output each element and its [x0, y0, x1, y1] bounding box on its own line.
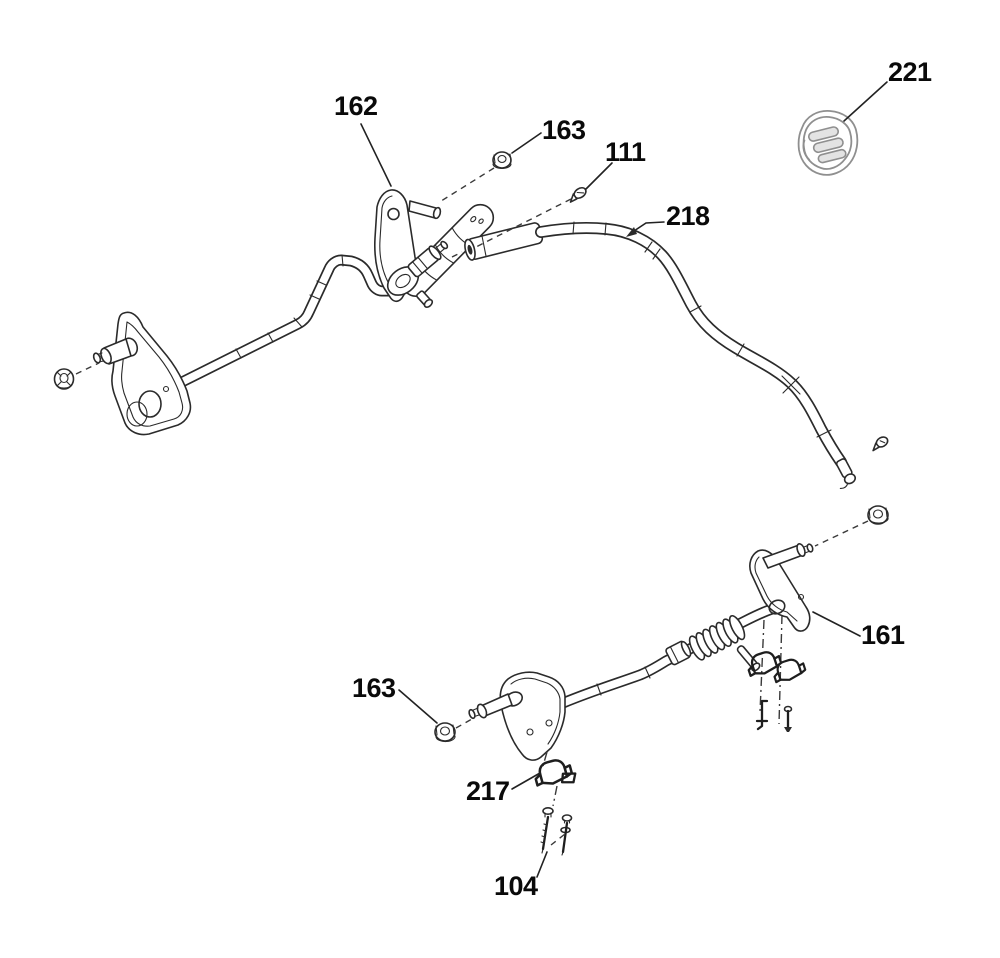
screw-104-b — [560, 814, 573, 856]
lower-handle-bar — [557, 603, 778, 709]
leader-218 — [630, 221, 665, 234]
left-pin-alignment-dashes — [75, 362, 100, 375]
callout-label-161: 161 — [861, 620, 905, 650]
left-bracket-pivot-pin — [92, 338, 132, 365]
flange-nut-163-top — [437, 151, 512, 204]
leader-162 — [360, 123, 392, 187]
cable-end-screw — [872, 436, 889, 452]
screw-111-alignment-dashes — [473, 198, 572, 249]
upper-handle-bar — [176, 254, 398, 388]
cable-housing — [464, 222, 544, 261]
nut-163-alignment-dashes — [437, 167, 495, 204]
cable-end-fitting — [835, 458, 857, 489]
leader-161 — [812, 611, 861, 637]
clip-screw-right-b — [783, 705, 793, 732]
upper-left-bracket — [111, 311, 192, 436]
bracket-stub-arm — [408, 200, 437, 219]
screw-104-alignment-dashes — [550, 833, 566, 846]
flange-nut-163-bottom — [434, 718, 473, 743]
callout-label-221: 221 — [888, 57, 932, 87]
control-cable-218 — [535, 221, 857, 489]
lower-left-bracket — [468, 671, 566, 761]
clip-217-alignment-dashes — [542, 751, 558, 807]
spring-anchor-pin — [736, 645, 761, 672]
left-pin-nut — [53, 362, 100, 390]
leader-104 — [536, 851, 548, 878]
coil-spring — [688, 614, 746, 661]
spring-link-collar — [665, 640, 692, 666]
right-nut-alignment-dashes — [814, 520, 869, 547]
callout-label-111: 111 — [605, 137, 646, 167]
leader-163-bottom — [398, 689, 438, 724]
leader-111 — [585, 162, 613, 190]
right-bracket-161 — [749, 542, 814, 632]
callout-label-218: 218 — [666, 201, 710, 231]
lever-pivot-clamp — [386, 240, 463, 308]
callout-label-104: 104 — [494, 871, 538, 901]
screw-104-a — [540, 806, 554, 854]
nut-163b-alignment-dashes — [455, 718, 473, 729]
callout-leader-lines — [360, 81, 888, 878]
callout-label-163-bottom: 163 — [352, 673, 396, 703]
leader-217 — [511, 772, 541, 790]
cable-clip-right-b — [769, 655, 808, 686]
leader-218-arrowhead — [626, 227, 637, 237]
leader-221 — [843, 81, 888, 122]
callout-label-162: 162 — [334, 91, 378, 121]
right-clip-alignment-dashes — [759, 614, 783, 725]
callout-label-163-top: 163 — [542, 115, 586, 145]
clip-screw-right-a — [755, 699, 769, 731]
screw-111 — [473, 186, 587, 249]
callout-label-217: 217 — [466, 776, 510, 806]
emblem-cap-221 — [797, 110, 859, 176]
leader-163-top — [511, 132, 542, 154]
right-pin-flange-nut — [814, 505, 889, 547]
cable-clip-217-plate — [560, 772, 577, 784]
